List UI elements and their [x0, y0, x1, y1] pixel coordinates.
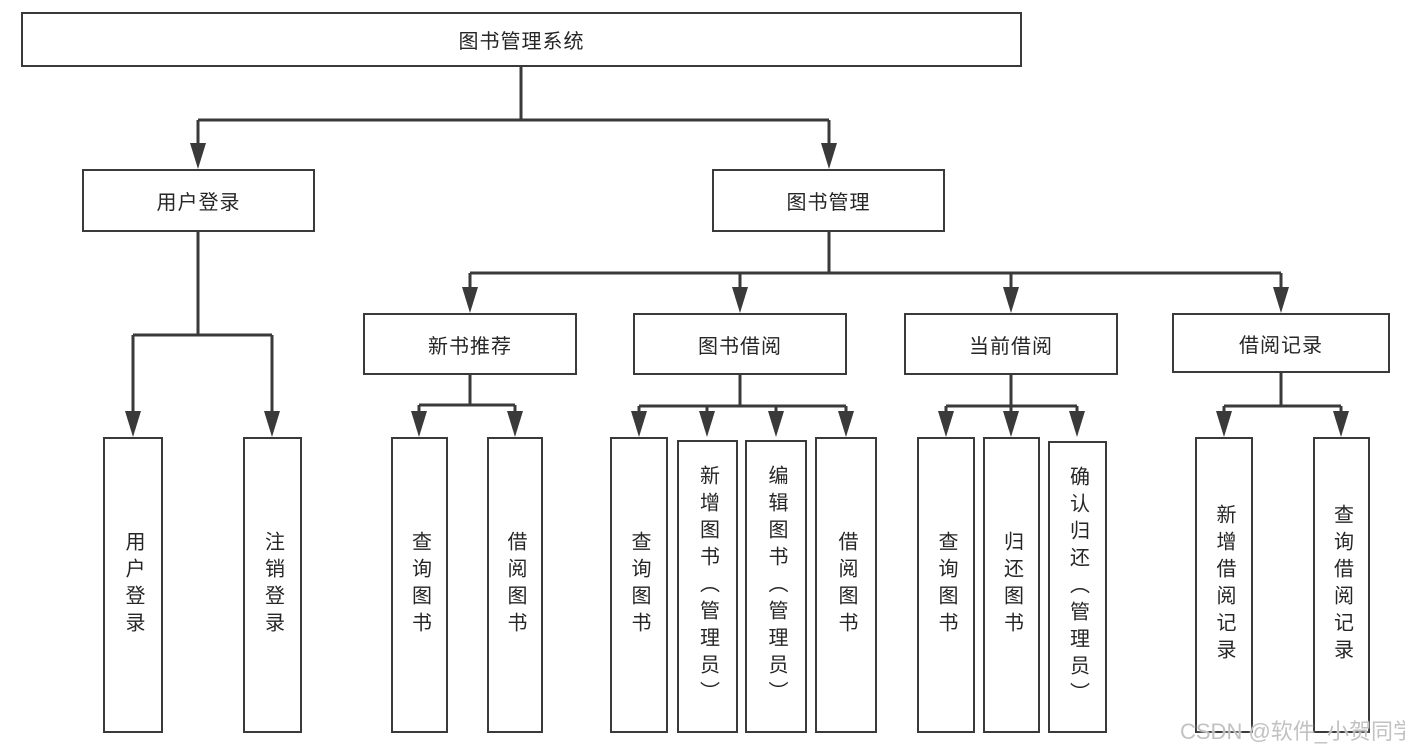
connector-book-mgmt — [468, 232, 1283, 289]
connector-user-login — [131, 232, 274, 413]
node-leaf-confirm-return-admin: 确认归还（管理员） — [1048, 441, 1107, 733]
leaf-label: 借阅图书 — [504, 531, 526, 639]
node-book-mgmt-label: 图书管理 — [786, 192, 871, 214]
arrowheads — [125, 143, 1349, 437]
node-leaf-edit-book-admin: 编辑图书（管理员） — [745, 440, 807, 733]
connector-current — [944, 375, 1079, 413]
leaf-label: 新增图书（管理员） — [696, 465, 719, 708]
node-leaf-query-book-3: 查询图书 — [917, 437, 975, 733]
node-leaf-logout: 注销登录 — [243, 437, 302, 733]
node-borrow-record: 借阅记录 — [1172, 313, 1390, 373]
connector-borrow — [637, 375, 848, 413]
node-borrow-record-label: 借阅记录 — [1239, 334, 1323, 357]
node-new-book-rec-label: 新书推荐 — [428, 335, 512, 358]
node-book-borrow: 图书借阅 — [633, 313, 847, 375]
node-new-book-rec: 新书推荐 — [363, 313, 577, 375]
leaf-label: 确认归还（管理员） — [1066, 465, 1089, 709]
node-book-borrow-label: 图书借阅 — [698, 335, 782, 358]
leaf-label: 新增借阅记录 — [1213, 504, 1235, 666]
leaf-label: 用户登录 — [122, 531, 144, 639]
connector-record — [1222, 373, 1343, 413]
leaf-label: 归还图书 — [1000, 531, 1023, 639]
leaf-label: 编辑图书（管理员） — [765, 465, 787, 708]
node-leaf-query-borrow-record: 查询借阅记录 — [1313, 437, 1370, 733]
node-leaf-borrow-book-1: 借阅图书 — [487, 437, 543, 733]
node-leaf-return-book: 归还图书 — [983, 437, 1040, 733]
watermark: CSDN @软件_小贺同学 — [1180, 719, 1405, 744]
connector-root — [196, 67, 831, 145]
node-book-mgmt: 图书管理 — [712, 169, 945, 232]
node-current-borrow: 当前借阅 — [904, 313, 1118, 375]
node-user-login-label: 用户登录 — [156, 192, 241, 214]
leaf-label: 查询图书 — [935, 531, 957, 639]
node-user-login: 用户登录 — [82, 169, 315, 232]
leaf-label: 注销登录 — [261, 531, 284, 639]
leaf-label: 查询图书 — [408, 531, 431, 639]
connector-new-book — [417, 375, 517, 413]
node-root-label: 图书管理系统 — [458, 31, 585, 53]
node-current-borrow-label: 当前借阅 — [969, 335, 1053, 358]
node-leaf-user-login: 用户登录 — [103, 437, 163, 733]
node-leaf-add-borrow-record: 新增借阅记录 — [1195, 437, 1253, 733]
node-root: 图书管理系统 — [21, 12, 1022, 67]
node-leaf-add-book-admin: 新增图书（管理员） — [677, 440, 738, 733]
leaf-label: 查询图书 — [628, 531, 650, 639]
node-leaf-query-book-1: 查询图书 — [391, 437, 448, 733]
leaf-label: 借阅图书 — [835, 531, 857, 639]
node-leaf-query-book-2: 查询图书 — [610, 437, 668, 733]
leaf-label: 查询借阅记录 — [1330, 504, 1353, 666]
node-leaf-borrow-book-2: 借阅图书 — [815, 437, 877, 733]
